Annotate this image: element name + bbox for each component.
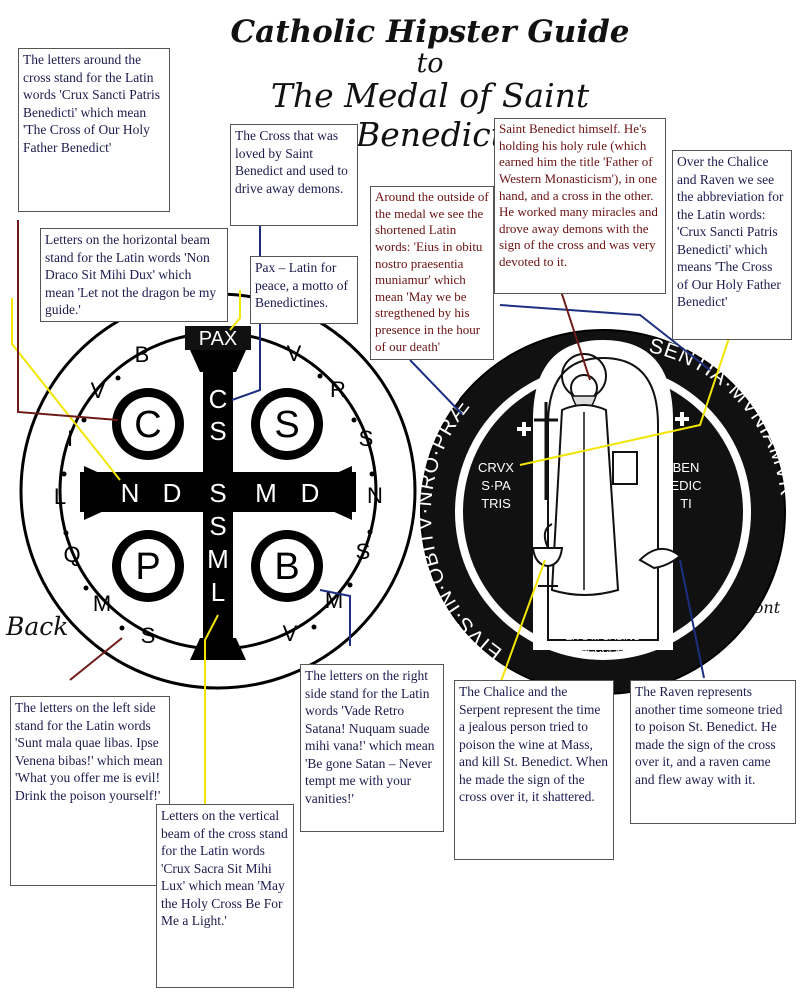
note-chalice-serpent: The Chalice and the Serpent represent th… [454, 680, 614, 860]
line-outside [409, 359, 463, 415]
line-benedict [559, 287, 591, 381]
line-right-side [319, 589, 351, 646]
line-pax [229, 290, 241, 331]
ring-letter: S [356, 539, 371, 564]
front-medal: CRVX S·PA TRIS BEN EDIC TI EX S M CASINO… [413, 329, 798, 695]
vertical-letter: C [209, 384, 228, 414]
note-vertical-beam: Letters on the vertical beam of the cros… [156, 804, 294, 988]
chalice [531, 547, 564, 568]
note-raven: The Raven represents another time someon… [630, 680, 796, 824]
note-chalice-raven-letters: Over the Chalice and Raven we see the ab… [672, 150, 792, 340]
title-line-3: The Medal of Saint Benedict [270, 76, 590, 154]
back-label: Back [6, 612, 69, 641]
ring-letter: I [67, 426, 73, 451]
ring-letter: S [359, 426, 374, 451]
ring-letter: V [287, 341, 302, 366]
quadrant-letter-s: S [274, 404, 299, 446]
crux-text: TRIS [481, 496, 511, 511]
pax-text: PAX [199, 328, 238, 350]
note-outside-inscription: Around the outside of the medal we see t… [370, 186, 494, 360]
note-right-side: The letters on the right side stand for … [300, 664, 444, 832]
crux-text: CRVX [478, 460, 514, 475]
back-medal: PAX C S P B C S S M L [19, 292, 417, 690]
ring-letter: N [367, 483, 383, 508]
title-line-1: Catholic Hipster Guide [230, 14, 630, 50]
ring-letter: Q [63, 542, 80, 567]
raven [638, 548, 682, 570]
vertical-letter: S [209, 511, 226, 541]
ring-letter: V [283, 621, 298, 646]
line-over-chalice [519, 334, 731, 466]
front-label: Front [735, 598, 781, 617]
pax-plate [185, 326, 251, 350]
note-horizontal-beam: Letters on the horizontal beam stand for… [40, 228, 228, 322]
quadrant-letter-c: C [134, 404, 161, 446]
ben-text: BEN [673, 460, 700, 475]
note-left-side: The letters on the left side stand for t… [10, 696, 170, 886]
bottom-inscription: MDCCCLXXX [572, 645, 635, 656]
line-raven [679, 559, 705, 679]
serpent [543, 523, 553, 549]
quadrant-letter-p: P [135, 546, 160, 588]
quadrant-letter-b: B [274, 546, 299, 588]
line-outside-right [499, 304, 711, 371]
ring-letter: R [330, 377, 346, 402]
ben-text: EDIC [670, 478, 701, 493]
cross-shape [84, 350, 352, 660]
vertical-letter: M [207, 544, 229, 574]
ring-letter: B [135, 342, 150, 367]
line-left-side [69, 637, 123, 681]
note-cross: The Cross that was loved by Saint Benedi… [230, 124, 358, 226]
vertical-letter: L [211, 577, 225, 607]
holy-rule-book [612, 451, 638, 485]
horizontal-letter: D [163, 478, 182, 508]
note-csspb: The letters around the cross stand for t… [18, 48, 170, 212]
line-csspb [17, 220, 119, 421]
line-chalice [499, 559, 546, 685]
ring-letters: V R S N S M V S M Q L I V B [54, 341, 383, 648]
note-saint-benedict: Saint Benedict himself. He's holding his… [494, 118, 666, 294]
horizontal-letter: S [209, 478, 226, 508]
ring-letter: M [93, 591, 111, 616]
horizontal-letter: D [301, 478, 320, 508]
horizontal-letter: N [121, 478, 140, 508]
horizontal-letter: M [255, 478, 277, 508]
ring-letter: S [141, 623, 156, 648]
saint-benedict-figure [534, 374, 638, 596]
crux-text: S·PA [481, 478, 511, 493]
title-line-2: to [416, 48, 444, 79]
ben-text: TI [680, 496, 692, 511]
ring-letter: V [91, 378, 106, 403]
line-horizontal [11, 298, 121, 481]
bottom-inscription: EX S M CASINO [565, 632, 640, 643]
note-pax: Pax – Latin for peace, a motto of Benedi… [250, 256, 358, 324]
ring-letter: L [54, 484, 66, 509]
vertical-letter: S [209, 416, 226, 446]
